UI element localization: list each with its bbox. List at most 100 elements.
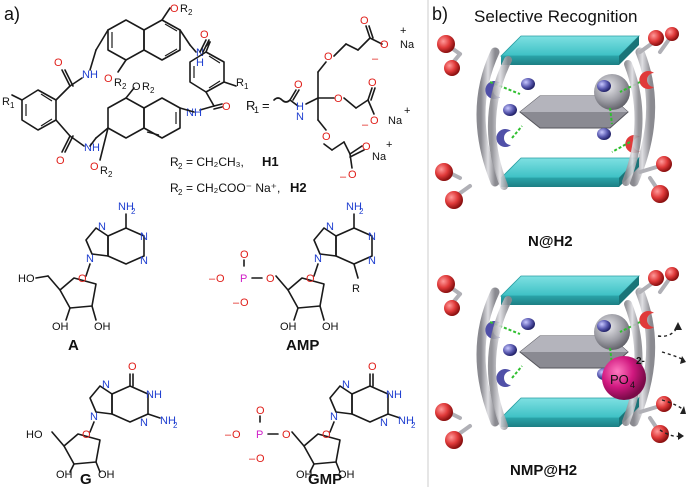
svg-text:2: 2: [178, 162, 183, 171]
svg-text:O: O: [132, 81, 141, 93]
svg-text:2: 2: [188, 8, 193, 17]
amp-structure: NH 2 N N N N R O O P O O – O – OH: [209, 201, 376, 354]
svg-text:O: O: [294, 79, 303, 91]
svg-text:1: 1: [244, 82, 249, 91]
top-plate-top: [500, 275, 640, 297]
svg-text:N: N: [314, 253, 322, 265]
svg-text:R: R: [180, 3, 188, 15]
label-G: G: [80, 471, 92, 487]
ball: [665, 27, 679, 41]
lower-naphthalene: [89, 87, 195, 161]
r2-definitions: R 2 = CH₂CH₃, H1 R 2 = CH₂COO⁻ Na⁺, H2: [170, 154, 307, 197]
svg-text:O: O: [360, 15, 369, 27]
ball: [648, 270, 664, 286]
panel-a: a) O R 2 O R 2 NH N: [2, 3, 416, 487]
svg-text:N: N: [196, 47, 204, 59]
svg-text:Na: Na: [388, 115, 403, 127]
svg-text:O: O: [256, 405, 265, 417]
svg-text:O: O: [240, 297, 249, 309]
svg-text:–: –: [225, 429, 232, 441]
svg-text:O: O: [334, 93, 343, 105]
svg-text:O: O: [78, 273, 87, 285]
release-arrows: [657, 325, 685, 438]
panel-a-label: a): [4, 4, 20, 24]
macrocycle-structure: O R 2 O R 2 NH N H O: [2, 3, 249, 179]
carbonyl: [639, 71, 654, 90]
svg-text:R: R: [142, 81, 150, 93]
svg-text:N: N: [86, 253, 94, 265]
svg-text:O: O: [128, 361, 137, 373]
n-atom: [597, 128, 611, 140]
ball: [435, 403, 453, 421]
svg-text:–: –: [340, 171, 347, 183]
svg-text:1: 1: [10, 101, 15, 110]
svg-text:R: R: [170, 181, 179, 195]
panel-b-label: b): [432, 4, 448, 24]
svg-text:NH: NH: [186, 107, 202, 119]
phosphate-sphere: [602, 356, 646, 400]
svg-text:O: O: [380, 39, 389, 51]
svg-text:R: R: [2, 96, 10, 108]
complex-nmp-at-h2-label: NMP@H2: [510, 462, 577, 479]
adenosine-structure: NH 2 N N N N O HO OH OH A: [18, 201, 148, 354]
svg-text:–: –: [249, 453, 256, 465]
svg-text:O: O: [362, 141, 371, 153]
top-plate-front: [501, 56, 619, 65]
svg-text:N: N: [380, 417, 388, 429]
n-atom: [597, 320, 611, 332]
svg-text:2: 2: [108, 170, 113, 179]
svg-text:N: N: [368, 231, 376, 243]
svg-text:O: O: [368, 361, 377, 373]
svg-text:O: O: [306, 273, 315, 285]
arrowheads: [674, 322, 686, 440]
ball: [651, 185, 669, 203]
svg-text:R: R: [170, 155, 179, 169]
svg-text:O: O: [240, 249, 249, 261]
left-isophthalamide: O O R 1: [2, 57, 85, 167]
label-GMP: GMP: [308, 471, 342, 487]
r1-definition: R: [246, 98, 255, 113]
svg-text:O: O: [266, 273, 275, 285]
ball: [651, 425, 669, 443]
svg-text:N: N: [90, 411, 98, 423]
gmp-structure: O NH N N N NH 2 O O P O O – O –: [225, 361, 416, 487]
svg-text:OH: OH: [52, 321, 69, 333]
svg-text:–: –: [372, 53, 379, 65]
svg-text:OH: OH: [94, 321, 111, 333]
bottom-plate-top: [500, 157, 640, 179]
svg-text:OH: OH: [98, 469, 115, 481]
svg-text:N: N: [102, 379, 110, 391]
guest-sugar: [594, 314, 630, 350]
n-atom: [503, 104, 517, 116]
svg-text:R: R: [236, 77, 244, 89]
ball: [656, 396, 672, 412]
svg-text:2: 2: [122, 82, 127, 91]
svg-text:O: O: [170, 3, 179, 15]
svg-text:OH: OH: [338, 469, 355, 481]
bottom-plate-front: [501, 178, 619, 187]
svg-text:P: P: [240, 273, 247, 285]
svg-text:R: R: [114, 77, 122, 89]
svg-text:NH: NH: [398, 415, 414, 427]
carbonyl: [639, 311, 654, 329]
svg-text:N: N: [326, 221, 334, 233]
svg-text:OH: OH: [280, 321, 297, 333]
svg-text:O: O: [54, 57, 63, 69]
svg-text:HO: HO: [26, 429, 43, 441]
svg-text:N: N: [342, 379, 350, 391]
svg-text:2: 2: [178, 188, 183, 197]
panel-b-title: Selective Recognition: [474, 7, 637, 26]
top-plate-top: [500, 35, 640, 57]
complex-n-at-h2-label: N@H2: [528, 233, 573, 250]
svg-text:2: 2: [359, 207, 364, 216]
svg-text:O: O: [90, 161, 99, 173]
h1-label: H1: [262, 154, 279, 169]
svg-text:N: N: [98, 221, 106, 233]
svg-text:2: 2: [411, 421, 416, 430]
svg-text:OH: OH: [56, 469, 73, 481]
svg-text:OH: OH: [296, 469, 313, 481]
svg-text:OH: OH: [322, 321, 339, 333]
n-atom: [597, 80, 611, 92]
ball: [665, 267, 679, 281]
